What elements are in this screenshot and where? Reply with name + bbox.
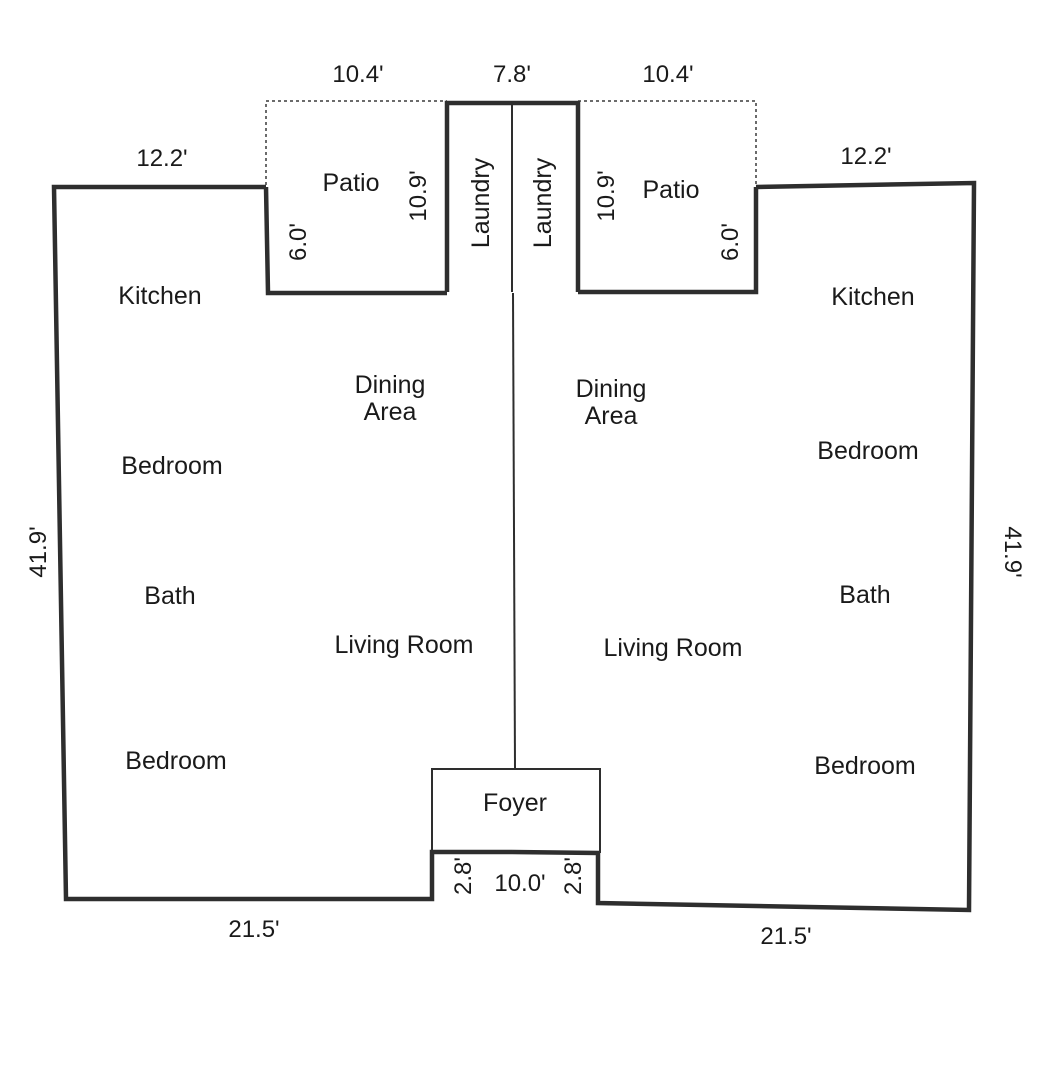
dim-laundry-width: 7.8' bbox=[493, 61, 531, 88]
room-dining-left-line2: Area bbox=[364, 398, 417, 426]
room-patio-right: Patio bbox=[643, 176, 700, 204]
room-living-right: Living Room bbox=[604, 634, 743, 662]
room-bedroom-right-upper: Bedroom bbox=[817, 437, 918, 465]
foyer-outline bbox=[431, 768, 601, 853]
left-patio-wall bbox=[263, 186, 447, 296]
room-laundry-right: Laundry bbox=[529, 157, 557, 248]
room-living-left: Living Room bbox=[335, 631, 474, 659]
dim-left-height: 41.9' bbox=[25, 526, 52, 577]
room-dining-left-line1: Dining bbox=[355, 371, 426, 399]
dim-foyer-right-depth: 2.8' bbox=[560, 857, 587, 895]
dim-patio-left-inset: 6.0' bbox=[285, 223, 312, 261]
right-unit-wall bbox=[511, 180, 977, 913]
patio-right-outline bbox=[578, 100, 757, 185]
right-patio-wall bbox=[578, 187, 759, 295]
party-wall bbox=[512, 292, 516, 770]
room-patio-left: Patio bbox=[323, 169, 380, 197]
room-foyer: Foyer bbox=[483, 789, 547, 817]
room-kitchen-right: Kitchen bbox=[831, 283, 914, 311]
room-bath-left: Bath bbox=[144, 582, 195, 610]
dim-patio-right-depth: 10.9' bbox=[593, 170, 620, 221]
dim-top-right-width: 12.2' bbox=[840, 143, 891, 170]
room-bath-right: Bath bbox=[839, 581, 890, 609]
dim-patio-right-inset: 6.0' bbox=[717, 223, 744, 261]
dim-patio-right-width: 10.4' bbox=[642, 61, 693, 88]
room-bedroom-left-lower: Bedroom bbox=[125, 747, 226, 775]
room-kitchen-left: Kitchen bbox=[118, 282, 201, 310]
room-dining-right-line1: Dining bbox=[576, 375, 647, 403]
room-bedroom-right-lower: Bedroom bbox=[814, 752, 915, 780]
patio-left-outline bbox=[265, 100, 447, 185]
dim-bottom-right-width: 21.5' bbox=[760, 923, 811, 950]
dim-patio-left-depth: 10.9' bbox=[405, 170, 432, 221]
room-dining-right-line2: Area bbox=[585, 402, 638, 430]
room-laundry-left: Laundry bbox=[467, 157, 495, 248]
dim-foyer-width: 10.0' bbox=[494, 870, 545, 897]
dim-right-height: 41.9' bbox=[999, 526, 1026, 577]
dim-patio-left-width: 10.4' bbox=[332, 61, 383, 88]
dim-top-left-width: 12.2' bbox=[136, 145, 187, 172]
room-bedroom-left-upper: Bedroom bbox=[121, 452, 222, 480]
dim-foyer-left-depth: 2.8' bbox=[450, 857, 477, 895]
left-unit-wall bbox=[51, 184, 512, 902]
dim-bottom-left-width: 21.5' bbox=[228, 916, 279, 943]
